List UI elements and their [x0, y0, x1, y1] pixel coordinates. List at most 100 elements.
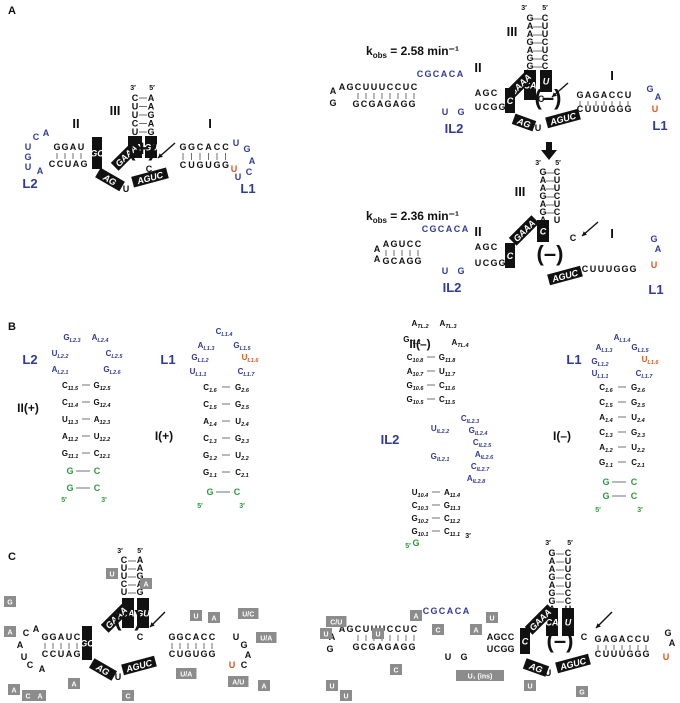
indexed-nucleotide: CIL2.7 [471, 462, 490, 473]
nucleotide-label: G [493, 632, 500, 642]
indexed-nucleotide: A1.4 [203, 417, 216, 428]
nucleotide-label: U [442, 107, 449, 117]
nucleotide-label: U [619, 649, 626, 659]
nucleotide-label: U [363, 82, 370, 92]
nucleotide-label: A [462, 224, 469, 234]
nucleotide-label: G [424, 69, 431, 79]
nucleotide-label: 3′ [637, 507, 643, 514]
mutation-box-bg [190, 610, 202, 621]
nucleotide-label: G [66, 483, 73, 493]
indexed-nucleotide: GTL.1 [403, 335, 421, 346]
nucleotide-label: G [482, 88, 489, 98]
mutation-box-bg [340, 690, 352, 701]
indexed-nucleotide: C1.3 [599, 428, 612, 439]
panel-label-a: A [8, 5, 16, 17]
nucleotide-label: C [491, 242, 498, 252]
nucleotide-label: G [646, 84, 653, 94]
nucleotide-label: U [603, 649, 610, 659]
c-minus-gaaa-box-bg [524, 604, 556, 635]
nucleotide-label: C [582, 264, 589, 274]
nucleotide-label: C [197, 142, 204, 152]
nucleotide-label: G [457, 266, 464, 276]
nucleotide-label: U [132, 110, 139, 120]
nucleotide-label: C [180, 160, 187, 170]
c-plus-mutation-box: U/A [176, 668, 197, 679]
indexed-nucleotide: A11.2 [62, 432, 78, 443]
nucleotide-label: C [415, 239, 422, 249]
nucleotide-label: U [601, 104, 608, 114]
il2-label-bottom: IL2 [443, 280, 462, 295]
nucleotide-label: C [417, 69, 424, 79]
helix2-box-minus-bottom-text: C [507, 251, 514, 261]
indexed-nucleotide: AL1.3 [198, 341, 215, 352]
nucleotide-label: G [196, 160, 203, 170]
nucleotide-label: C [50, 649, 57, 659]
nucleotide-label: C [631, 477, 638, 487]
nucleotide-label: A [619, 634, 626, 644]
nucleotide-label: G [610, 634, 617, 644]
mutation-box-text: A [473, 628, 478, 635]
panel-label-c: C [8, 551, 16, 563]
nucleotide-label: A [70, 142, 77, 152]
nucleotide-label: U [403, 624, 410, 634]
indexed-nucleotide: C2.1 [235, 468, 248, 479]
nucleotide-label: C [74, 632, 81, 642]
nucleotide-label: G [490, 258, 497, 268]
indexed-nucleotide: C11.4 [62, 398, 78, 409]
c-plus-stem3-box-gu-bg [137, 598, 149, 628]
nucleotide-label: A [475, 88, 482, 98]
nucleotide-label: G [526, 61, 533, 71]
indexed-nucleotide: C1.6 [599, 383, 613, 394]
helix2-box-gc: GC [90, 137, 104, 169]
indexed-nucleotide: U12.2 [94, 432, 111, 443]
mutation-box-text: A [7, 630, 12, 637]
nucleotide-label: A [148, 93, 155, 103]
gaaa-box-minus-bottom-text: GAAA [511, 218, 537, 244]
strand-sign-minus-bottom: (–) [537, 241, 564, 266]
agu-box: AG [95, 167, 125, 192]
nucleotide-label: G [208, 649, 215, 659]
mutation-box-bg [470, 624, 482, 635]
nucleotide-label: III [515, 184, 526, 199]
orange-u: U [231, 164, 238, 174]
nucleotide-label: A [58, 632, 65, 642]
nucleotide-label: A [339, 624, 346, 634]
mutation-box-bg [22, 690, 34, 701]
nucleotide-label: G [222, 160, 229, 170]
nucleotide-label: U [193, 649, 200, 659]
mutation-box-text: U [375, 632, 380, 639]
nucleotide-label: A [447, 606, 454, 616]
nucleotide-label: U [598, 264, 605, 274]
nucleotide-label: G [384, 642, 391, 652]
nucleotide-label: C [554, 167, 561, 177]
mutation-box-bg [258, 680, 270, 691]
nucleotide-label: G [326, 644, 333, 654]
nucleotide-label: A [393, 99, 400, 109]
nucleotide-label: C [395, 82, 402, 92]
nucleotide-label: G [400, 99, 407, 109]
nucleotide-label: C [361, 642, 368, 652]
nucleotide-label: C [214, 142, 221, 152]
nucleotide-label: C [361, 99, 368, 109]
nucleotide-label: 5′ [542, 5, 548, 12]
nucleotide-label: C [631, 491, 638, 501]
mutation-box-bg [8, 684, 20, 695]
nucleotide-label: II [474, 60, 481, 75]
nucleotide-label: C [169, 649, 176, 659]
c-strand-sign-plus: (+) [114, 606, 142, 631]
nucleotide-label: C [508, 632, 515, 642]
indexed-nucleotide: G10.6 [407, 381, 425, 392]
c-minus-mutation-box: U [340, 690, 352, 701]
stem3-box-minus-top-u-bg [540, 70, 552, 92]
nucleotide-label: C [542, 61, 549, 71]
mutation-box-bg [68, 678, 80, 689]
c-plus-stem3-box-gu: GU [136, 598, 150, 628]
nucleotide-label: G [346, 624, 353, 634]
mutation-box-text: U [193, 614, 198, 621]
nucleotide-label: C [387, 82, 394, 92]
strand-sign-plus: (+) [128, 136, 156, 161]
prime-5: 5′ [149, 85, 155, 92]
indexed-nucleotide: C11.5 [439, 395, 456, 406]
indexed-nucleotide: G11.3 [444, 501, 461, 512]
nucleotide-label: 3′ [521, 5, 527, 12]
